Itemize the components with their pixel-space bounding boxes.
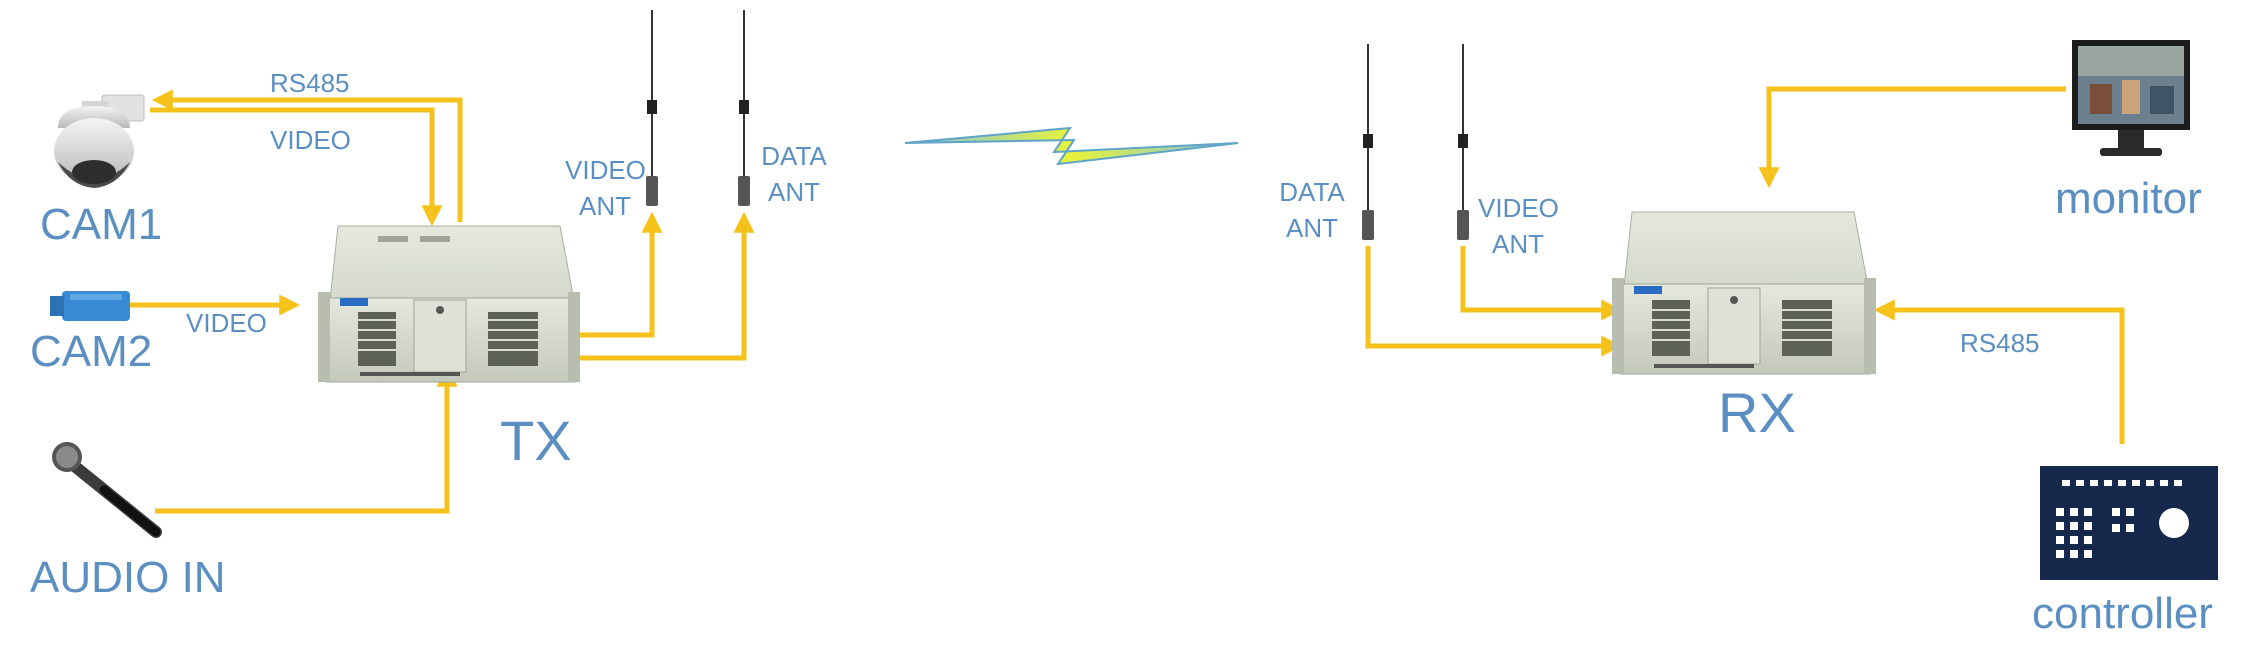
label-video-cam2: VIDEO — [186, 308, 267, 338]
antenna-icon — [1362, 44, 1374, 240]
label-rs485-rx: RS485 — [1960, 328, 2040, 358]
wire-monitor-to-rx — [1758, 86, 2066, 189]
wire-tx-to-video-ant — [578, 211, 663, 338]
label-monitor: monitor — [2055, 174, 2202, 223]
label-controller: controller — [2032, 589, 2213, 638]
bullet-camera-icon — [50, 291, 130, 321]
label-tx-video-ant-line2: ANT — [579, 191, 631, 221]
microphone-icon — [52, 442, 162, 538]
label-tx-data-ant: DATA ANT — [754, 138, 834, 210]
antenna-icon — [738, 10, 750, 206]
antenna-icon — [646, 10, 658, 206]
tx-wires — [130, 89, 755, 514]
wireless-bolt-icon — [904, 126, 1239, 166]
antenna-icon — [1457, 44, 1469, 240]
label-cam2: CAM2 — [30, 327, 153, 376]
label-rs485-tx: RS485 — [270, 68, 350, 98]
label-tx-data-ant-line2: ANT — [768, 177, 820, 207]
rx-wires — [1365, 86, 2125, 444]
wire-audio-to-tx — [155, 365, 458, 514]
label-tx-data-ant-line1: DATA — [761, 141, 827, 171]
wire-tx-to-data-ant — [578, 211, 755, 361]
rack-server-icon — [1612, 211, 1876, 375]
label-tx: TX — [500, 409, 572, 472]
monitor-icon — [2072, 40, 2190, 156]
label-audio-in: AUDIO IN — [30, 553, 226, 602]
wire-video-ant-to-rx — [1460, 246, 1623, 321]
wire-rs485-to-cam1 — [151, 89, 463, 222]
rack-server-icon — [318, 225, 580, 383]
label-rx-data-ant: DATA ANT — [1272, 174, 1352, 246]
label-tx-video-ant: VIDEO ANT — [565, 152, 646, 224]
ptz-camera-icon — [54, 94, 145, 188]
wire-video-cam1-to-tx — [150, 107, 443, 227]
label-rx-video-ant-line1: VIDEO — [1478, 193, 1559, 223]
label-rx-data-ant-line2: ANT — [1286, 213, 1338, 243]
label-rx-video-ant: VIDEO ANT — [1478, 190, 1559, 262]
label-cam1: CAM1 — [40, 200, 163, 249]
label-rx-data-ant-line1: DATA — [1279, 177, 1345, 207]
label-video-cam1: VIDEO — [270, 125, 351, 155]
wire-data-ant-to-rx — [1365, 246, 1623, 357]
wire-controller-to-rx — [1873, 299, 2125, 444]
label-rx: RX — [1718, 381, 1796, 444]
keyboard-controller-icon — [2040, 466, 2218, 580]
label-rx-video-ant-line2: ANT — [1492, 229, 1544, 259]
label-tx-video-ant-line1: VIDEO — [565, 155, 646, 185]
